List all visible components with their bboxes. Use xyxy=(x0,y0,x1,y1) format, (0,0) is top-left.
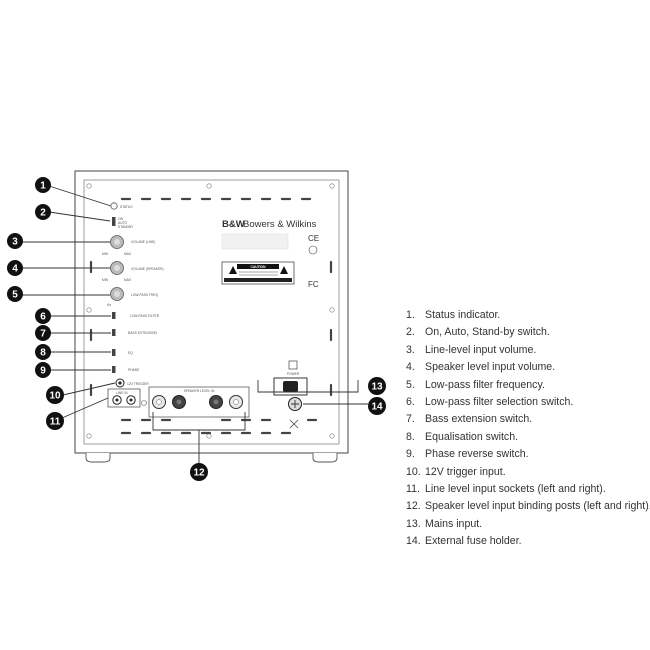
svg-text:8: 8 xyxy=(40,348,46,359)
power-symbol-box xyxy=(288,360,298,370)
fc-mark: FC xyxy=(308,280,319,289)
speaker-post-left-negative[interactable] xyxy=(172,395,186,409)
legend-item: 2.On, Auto, Stand-by switch. xyxy=(406,326,550,339)
trigger-label: 12V TRIGGER xyxy=(127,382,149,386)
legend-item: 3.Line-level input volume. xyxy=(406,343,537,356)
line-in-right-socket[interactable] xyxy=(126,395,136,405)
callout-8: 8 xyxy=(35,344,51,360)
status-led xyxy=(110,202,118,210)
svg-text:2: 2 xyxy=(40,208,46,219)
callout-1: 1 xyxy=(35,177,51,193)
legend-item: 12.Speaker level input binding posts (le… xyxy=(406,500,650,513)
speaker-post-left-positive[interactable] xyxy=(152,395,166,409)
caution-label: CAUTION xyxy=(221,261,295,285)
bottom-vent-slots xyxy=(120,418,318,435)
mains-inlet[interactable] xyxy=(283,381,298,392)
speaker-level-in-label: SPEAKER LEVEL IN xyxy=(184,389,215,393)
legend-item: 5.Low-pass filter frequency. xyxy=(406,378,545,391)
legend-item: 4.Speaker level input volume. xyxy=(406,361,556,374)
mode-auto: AUTO xyxy=(118,221,128,225)
legend-item: 8.Equalisation switch. xyxy=(406,430,519,443)
svg-text:7: 7 xyxy=(40,329,46,340)
callout-11: 11 xyxy=(46,412,64,430)
speaker-volume-label: VOLUME (SPEAKER) xyxy=(131,267,164,271)
svg-text:14: 14 xyxy=(371,402,383,413)
brand-name: Bowers & Wilkins xyxy=(243,219,317,230)
callout-7: 7 xyxy=(35,325,51,341)
line-volume-min: MIN xyxy=(102,252,109,256)
power-label: POWER xyxy=(287,372,300,376)
svg-text:9: 9 xyxy=(40,366,46,377)
fuse-holder-slot xyxy=(291,400,299,408)
low-pass-freq-label: LOW-PASS FREQ xyxy=(131,293,159,297)
callout-2: 2 xyxy=(35,204,51,220)
svg-text:1: 1 xyxy=(40,181,46,192)
line-volume-knob[interactable] xyxy=(110,235,124,249)
legend-item: 9.Phase reverse switch. xyxy=(406,448,529,461)
callout-9: 9 xyxy=(35,362,51,378)
svg-text:4: 4 xyxy=(12,264,18,275)
phase-label: PHASE xyxy=(128,368,140,372)
legend-list: 1.Status indicator. 2.On, Auto, Stand-by… xyxy=(406,307,650,550)
line-volume-label: VOLUME (LINE) xyxy=(131,240,155,244)
mode-switch[interactable] xyxy=(112,217,116,226)
svg-text:10: 10 xyxy=(49,391,61,402)
line-in-label: LINE IN xyxy=(116,391,128,395)
speaker-volume-min: MIN xyxy=(102,278,109,282)
ce-mark: CE xyxy=(308,234,319,243)
bass-extension-label: BASS EXTENSION xyxy=(128,331,157,335)
svg-text:11: 11 xyxy=(50,417,61,428)
legend-item: 13.Mains input. xyxy=(406,517,483,530)
trigger-jack[interactable] xyxy=(115,378,125,388)
mode-on: ON xyxy=(118,217,124,221)
svg-text:13: 13 xyxy=(371,382,383,393)
phase-switch[interactable] xyxy=(112,366,116,373)
callout-3: 3 xyxy=(7,233,23,249)
brand-short: B&W xyxy=(222,219,245,230)
speaker-volume-max: MAX xyxy=(124,278,132,282)
low-pass-filter-switch[interactable] xyxy=(112,312,116,319)
leader-lines xyxy=(22,185,368,465)
svg-text:12: 12 xyxy=(193,468,205,479)
weee-bin-icon xyxy=(289,419,299,429)
legend-item: 10.12V trigger input. xyxy=(406,465,506,478)
certification-mark xyxy=(308,245,318,255)
legend-item: 14.External fuse holder. xyxy=(406,535,522,548)
caution-title: CAUTION xyxy=(250,265,266,269)
line-volume-max: MAX xyxy=(124,252,132,256)
svg-text:5: 5 xyxy=(12,290,18,301)
status-label: STATUS xyxy=(120,205,133,209)
ground-screw xyxy=(141,400,147,406)
mode-standby: STANDBY xyxy=(118,225,134,229)
legend-item: 1.Status indicator. xyxy=(406,309,501,321)
speaker-post-right-positive[interactable] xyxy=(229,395,243,409)
callout-13: 13 xyxy=(368,377,386,395)
callout-5: 5 xyxy=(7,286,23,302)
eq-label: EQ xyxy=(128,351,133,355)
low-pass-freq-unit: Hz xyxy=(107,303,111,307)
callout-6: 6 xyxy=(35,308,51,324)
svg-text:6: 6 xyxy=(40,312,46,323)
legend-item: 7.Bass extension switch. xyxy=(406,413,533,426)
legend-item: 11.Line level input sockets (left and ri… xyxy=(406,482,606,495)
legend-item: 6.Low-pass filter selection switch. xyxy=(406,395,574,408)
bass-extension-switch[interactable] xyxy=(112,329,116,336)
callout-14: 14 xyxy=(368,397,386,415)
line-in-left-socket[interactable] xyxy=(112,395,122,405)
side-vent-slots xyxy=(89,260,333,397)
serial-label-area xyxy=(221,233,289,250)
svg-text:3: 3 xyxy=(12,237,18,248)
callout-10: 10 xyxy=(46,386,64,404)
low-pass-freq-knob[interactable] xyxy=(110,287,124,301)
speaker-volume-knob[interactable] xyxy=(110,261,124,275)
speaker-post-right-negative[interactable] xyxy=(209,395,223,409)
eq-switch[interactable] xyxy=(112,349,116,356)
callout-4: 4 xyxy=(7,260,23,276)
low-pass-filter-label: LOW-PASS FILTER xyxy=(130,314,160,318)
left-foot xyxy=(85,453,111,463)
callout-12: 12 xyxy=(190,463,208,481)
right-foot xyxy=(312,453,338,463)
